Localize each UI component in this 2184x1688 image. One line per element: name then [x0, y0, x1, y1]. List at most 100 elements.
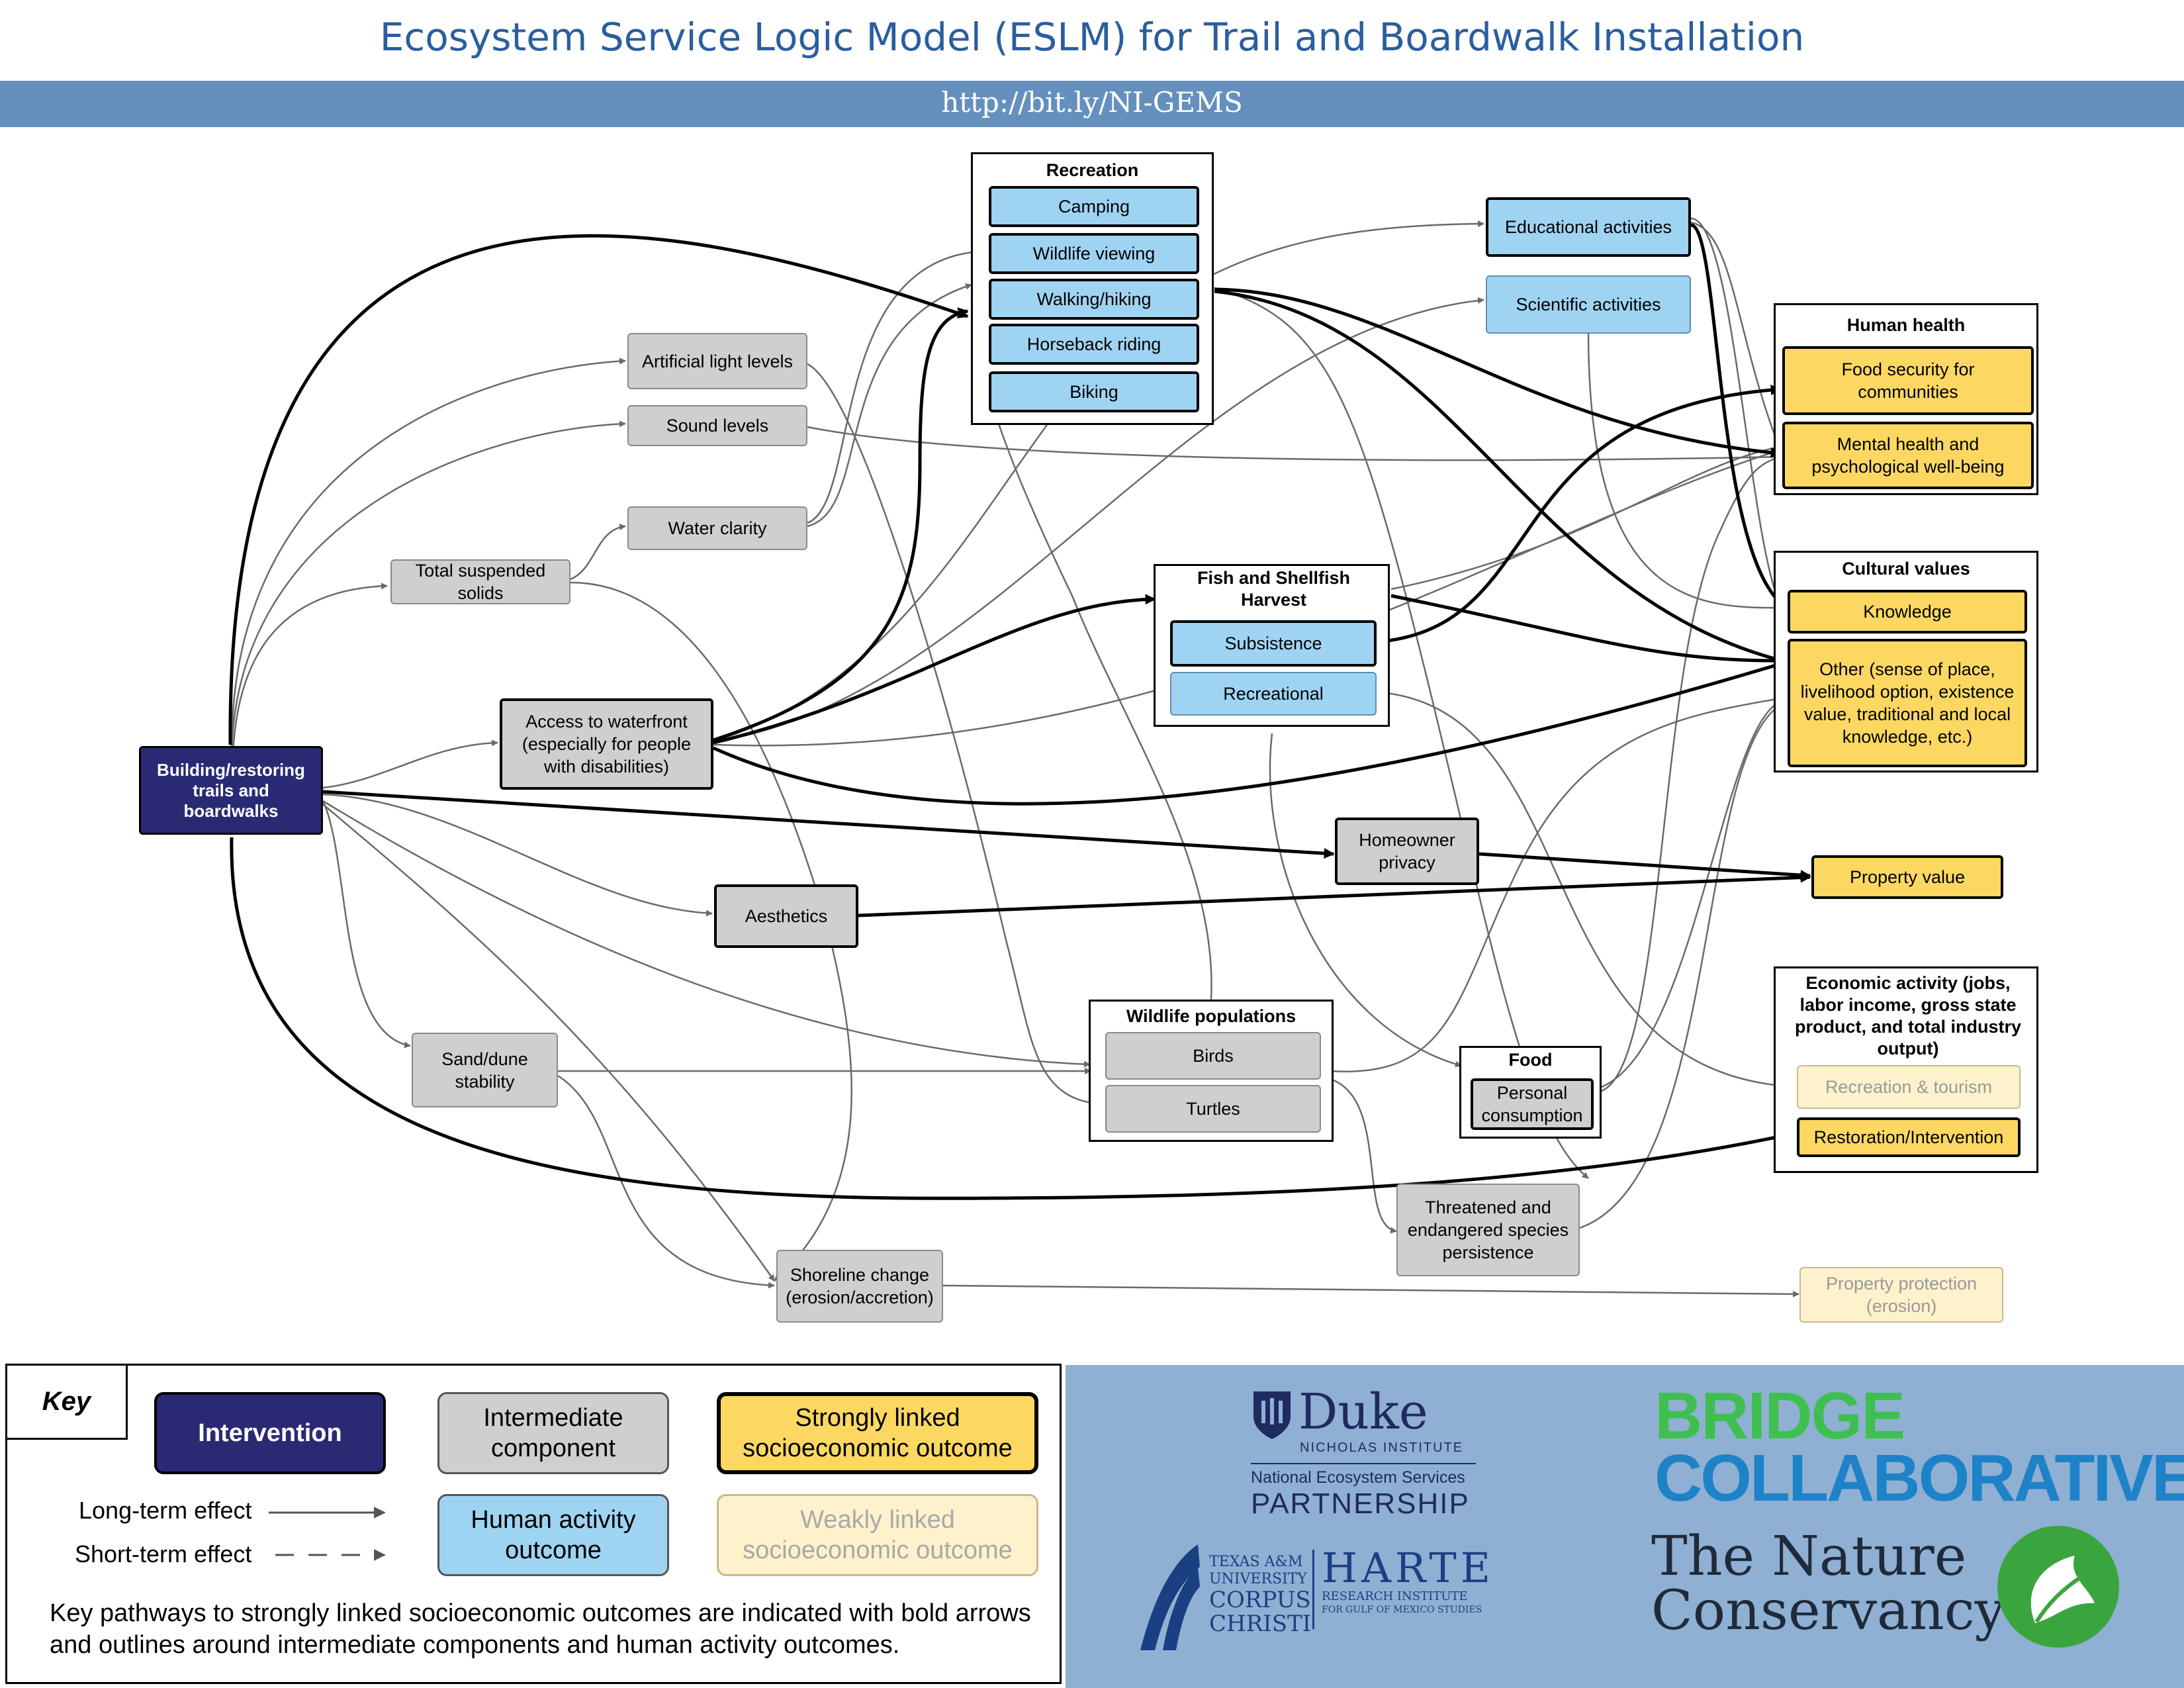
key-note: Key pathways to strongly linked socioeco… [50, 1599, 1031, 1659]
arrow-intervention-birds [322, 800, 1091, 1068]
horseback-riding-node[interactable]: Horseback riding [989, 324, 1199, 365]
wildlife-populations-title: Wildlife populations [1126, 1006, 1297, 1026]
tnc-line-1: The Nature [1651, 1525, 1967, 1588]
arrow-fish-other [1390, 594, 1788, 667]
food-group: Food Personal consumption [1459, 1046, 1602, 1139]
harte-wordmark: HARTE RESEARCH INSTITUTE FOR GULF OF MEX… [1322, 1547, 1494, 1616]
harte-line-2: RESEARCH INSTITUTE [1322, 1589, 1468, 1603]
property-protection-node[interactable]: Property protection (erosion) [1799, 1267, 2003, 1323]
subsistence-node[interactable]: Subsistence [1170, 620, 1377, 667]
walking-hiking-node[interactable]: Walking/hiking [989, 279, 1199, 320]
key-strong-outcome: Strongly linked socioeconomic outcome [717, 1392, 1038, 1474]
arrow-recreational-food [1269, 733, 1462, 1068]
tamu-line-4: CHRISTI [1209, 1611, 1312, 1637]
arrow-personal-health [1596, 455, 1781, 1094]
arrow-scientific-knowledge [1587, 330, 1781, 612]
biking-node[interactable]: Biking [989, 371, 1199, 412]
wildlife-populations-group: Wildlife populations Birds Turtles [1089, 1000, 1334, 1142]
arrow-educational-knowledge-bold [1690, 223, 1788, 610]
tamucc-wing-icon [1140, 1544, 1200, 1650]
arrow-intervention-walking [228, 234, 969, 745]
educational-activities-node[interactable]: Educational activities [1486, 197, 1691, 257]
artificial-light-node[interactable]: Artificial light levels [627, 333, 807, 389]
arrow-fish-mental [1390, 444, 1781, 590]
mental-health-node[interactable]: Mental health and psychological well-bei… [1782, 422, 2034, 489]
arrow-intervention-shoreline [322, 804, 776, 1282]
sound-levels-node[interactable]: Sound levels [627, 405, 807, 446]
harte-line-1: HARTE [1322, 1544, 1495, 1592]
recreational-harvest-node[interactable]: Recreational [1170, 672, 1377, 716]
nesp-logo: National Ecosystem Services PARTNERSHIP [1251, 1463, 1476, 1521]
nesp-line-2: PARTNERSHIP [1251, 1487, 1470, 1520]
nature-conservancy-logo: The Nature Conservancy [1651, 1525, 2119, 1648]
arrow-access-walking [713, 307, 969, 742]
arrow-access-other [712, 659, 1788, 806]
restoration-intervention-node[interactable]: Restoration/Intervention [1797, 1117, 2021, 1157]
camping-node[interactable]: Camping [989, 186, 1199, 227]
birds-node[interactable]: Birds [1105, 1032, 1321, 1080]
bridge-collaborative-logo: BRIDGE COLLABORATIVE [1655, 1383, 2184, 1511]
tss-node[interactable]: Total suspended solids [390, 559, 570, 604]
url-link[interactable]: http://bit.ly/NI-GEMS [941, 86, 1243, 118]
arrow-intervention-sound [230, 420, 626, 752]
food-security-node[interactable]: Food security for communities [1782, 346, 2034, 415]
aesthetics-node[interactable]: Aesthetics [714, 884, 858, 948]
water-clarity-node[interactable]: Water clarity [627, 506, 807, 550]
arrow-shoreline-protection [942, 1284, 1799, 1297]
arrow-access-scientific [713, 297, 1484, 743]
duke-subtitle: NICHOLAS INSTITUTE [1300, 1440, 1464, 1455]
arrow-birds-other [1330, 696, 1781, 1073]
recreation-tourism-node[interactable]: Recreation & tourism [1797, 1065, 2021, 1109]
arrow-light-turtles [807, 363, 1103, 1107]
arrow-educational-mental [1690, 221, 1782, 451]
arrow-sand-shoreline [557, 1074, 775, 1289]
human-health-title: Human health [1846, 315, 1966, 335]
partner-logos-panel: Duke NICHOLAS INSTITUTE National Ecosyst… [1066, 1365, 2184, 1688]
economic-activity-title: Economic activity (jobs, labor income, g… [1795, 973, 2021, 1058]
arrow-threatened-other [1579, 704, 1781, 1229]
fish-harvest-title: Fish and Shellfish Harvest [1197, 568, 1351, 610]
tamu-line-3: CORPUS [1209, 1587, 1311, 1613]
arrow-personal-other [1596, 700, 1781, 1090]
url-banner: http://bit.ly/NI-GEMS [0, 81, 2184, 127]
key-intervention: Intervention [154, 1392, 386, 1474]
arrow-walking-mental [1214, 287, 1782, 458]
arrow-recreational-recreation-tourism [1371, 690, 1781, 1089]
cultural-values-title: Cultural values [1842, 559, 1970, 579]
key-weak-outcome: Weakly linked socioeconomic outcome [717, 1494, 1038, 1576]
intervention-node[interactable]: Building/restoring trails and boardwalks [139, 746, 323, 835]
duke-shield-icon [1253, 1391, 1291, 1439]
other-cultural-node[interactable]: Other (sense of place, livelihood option… [1788, 639, 2027, 767]
harte-line-3: FOR GULF OF MEXICO STUDIES [1322, 1605, 1482, 1615]
arrow-subsistence-food-security [1374, 385, 1782, 644]
property-value-node[interactable]: Property value [1811, 855, 2003, 899]
recreation-group: Recreation Camping Wildlife viewing Walk… [971, 152, 1214, 425]
wildlife-viewing-node[interactable]: Wildlife viewing [989, 233, 1199, 274]
recreation-title: Recreation [1046, 160, 1139, 180]
economic-activity-group: Economic activity (jobs, labor income, g… [1774, 966, 2038, 1173]
tnc-leaf-icon [1997, 1526, 2119, 1648]
sand-dune-node[interactable]: Sand/dune stability [412, 1033, 558, 1107]
food-title: Food [1508, 1050, 1553, 1070]
scientific-activities-node[interactable]: Scientific activities [1486, 275, 1691, 334]
shoreline-change-node[interactable]: Shoreline change (erosion/accretion) [776, 1250, 943, 1323]
key-human-activity: Human activity outcome [437, 1494, 669, 1576]
key-intermediate: Intermediate component [437, 1392, 669, 1474]
arrow-walking-other [1214, 289, 1788, 665]
arrow-tss-clarity [570, 524, 626, 581]
arrow-intervention-light [230, 357, 626, 749]
homeowner-privacy-node[interactable]: Homeowner privacy [1335, 818, 1479, 885]
arrow-intervention-aesthetics [322, 793, 713, 917]
cultural-values-group: Cultural values Knowledge Other (sense o… [1774, 551, 2038, 773]
arrow-intervention-restoration [230, 837, 1796, 1200]
nesp-line-1: National Ecosystem Services [1251, 1468, 1465, 1487]
threatened-species-node[interactable]: Threatened and endangered species persis… [1396, 1184, 1580, 1276]
turtles-node[interactable]: Turtles [1105, 1085, 1321, 1133]
key-short-term-label: Short-term effect [75, 1540, 252, 1568]
personal-consumption-node[interactable]: Personal consumption [1471, 1078, 1594, 1130]
arrow-educational-knowledge [1690, 217, 1782, 606]
knowledge-node[interactable]: Knowledge [1788, 590, 2027, 633]
arrow-birds-threatened [1330, 1078, 1397, 1234]
access-waterfront-node[interactable]: Access to waterfront (especially for peo… [500, 698, 713, 790]
tamu-line-1: TEXAS A&M [1209, 1554, 1303, 1570]
